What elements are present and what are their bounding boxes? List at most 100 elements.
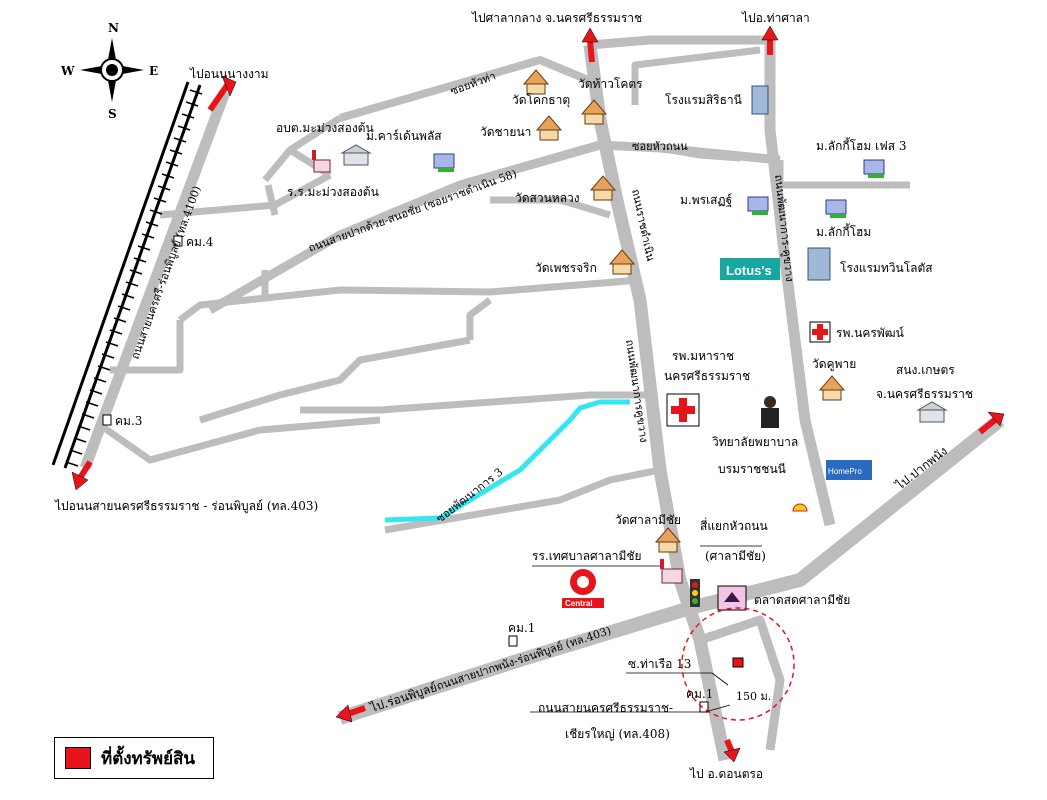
dest-bottom: ไป อ.ดอนตรอ xyxy=(689,767,763,781)
place-hotel-sitin: โรงแรมสิริธานี xyxy=(665,93,742,107)
road-label-pak-phun: ถนนสายปากด้วย-สนอชัย (ซอยราชดำเนิน 58) xyxy=(307,167,519,255)
compass-n: N xyxy=(108,21,119,35)
place-school2: รร.เทศบาลศาลามีชัย xyxy=(532,549,642,563)
building-icons xyxy=(312,85,948,584)
village-icon xyxy=(747,196,769,215)
place-bank1: สนง.เกษตร xyxy=(896,363,955,377)
place-college2: บรมราชชนนี xyxy=(718,462,786,476)
dest-top-left: ไปอนนนางงาม xyxy=(189,67,269,81)
hotel-icon xyxy=(807,247,831,281)
market-icon xyxy=(717,585,747,611)
place-km1a: คม.1 xyxy=(508,621,535,635)
place-km4: คม.4 xyxy=(186,235,214,249)
arrow-bottom-left xyxy=(335,704,366,723)
road-label-soi-hua-tanon: ซอยหัวถนน xyxy=(632,140,688,153)
place-moo-lucky: ม.ลักกี้โฮม xyxy=(816,223,871,239)
radius-label: 150 ม. xyxy=(736,690,771,703)
place-moo-pon: ม.พรเสฏฐ์ xyxy=(680,193,732,207)
hospital-icon xyxy=(809,321,831,343)
arrow-top-center xyxy=(581,27,599,63)
place-bank2: จ.นครศรีธรรมราช xyxy=(876,387,973,401)
temple-icon xyxy=(522,69,550,95)
place-junction1: สี่แยกหัวถนน xyxy=(700,517,768,533)
traffic-light-icon xyxy=(690,579,700,607)
place-school1: ร.ร.มะม่วงสองต้น xyxy=(287,185,379,199)
railway xyxy=(51,81,203,469)
lotus-logo: Lotus's xyxy=(720,258,780,280)
compass-s: S xyxy=(108,107,117,121)
temple-icons xyxy=(522,69,846,553)
place-wat-chai: วัดชายนา xyxy=(480,125,531,139)
dest-bottom-left: ไป.ร่อนพิบูลย์ xyxy=(368,680,439,716)
dest-top-center: ไปศาลากลาง จ.นครศรีธรรมราช xyxy=(471,11,642,25)
canal xyxy=(384,399,630,523)
temple-icon xyxy=(589,175,617,201)
place-road408a: ถนนสายนครศรีธรรมราช- xyxy=(538,701,673,715)
place-hosp-maharat2: นครศรีธรรมราช xyxy=(664,369,750,383)
government-icon xyxy=(916,401,948,423)
place-soi13: ซ.ท่าเรือ 13 xyxy=(628,657,691,671)
legend: ที่ตั้งทรัพย์สิน xyxy=(54,737,214,779)
central-logo: Central xyxy=(560,565,606,611)
arrow-top-right xyxy=(761,25,779,55)
place-wat-khok: วัดโคกธาตุ xyxy=(512,93,570,108)
place-hosp-nakhon: รพ.นครพัฒน์ xyxy=(836,326,904,340)
road-pak-phun xyxy=(207,140,781,314)
school-icon xyxy=(660,559,683,584)
temple-icon xyxy=(580,99,608,125)
road-label-soi-hua-tha: ซอยหัวท่า xyxy=(449,69,498,97)
place-obt: อบต.มะม่วงสองต้น xyxy=(276,121,374,135)
road-403 xyxy=(337,414,1005,725)
temple-icon xyxy=(654,527,682,553)
school-icon xyxy=(312,150,331,173)
compass-w: W xyxy=(60,64,75,78)
temple-icon xyxy=(818,375,846,401)
place-wat-phet: วัดเพชรจริก xyxy=(535,261,597,275)
village-icons xyxy=(433,153,885,218)
place-wat-sala: วัดศาลามีชัย xyxy=(615,513,681,527)
government-icon xyxy=(340,144,372,166)
place-km1b: คม.1 xyxy=(686,687,713,701)
legend-swatch xyxy=(65,747,91,769)
lotus-label: Lotus's xyxy=(726,263,772,278)
place-moo-lucky3: ม.ลักกี้โฮม เฟส 3 xyxy=(816,137,906,153)
village-icon xyxy=(433,153,455,172)
village-icon xyxy=(863,159,885,178)
place-road408b: เชียรใหญ่ (ทล.408) xyxy=(565,727,670,741)
road-4100 xyxy=(79,90,231,470)
hospital-icon xyxy=(666,393,700,427)
dest-left: ไปอนนสายนครศรีธรรมราช - ร่อนพิบูลย์ (ทล.… xyxy=(54,499,318,514)
place-market: ตลาดสดศาลามีชัย xyxy=(754,593,850,607)
temple-icon xyxy=(535,115,563,141)
place-moo-car: ม.คาร์เด้นพลัส xyxy=(366,129,442,143)
homepro-label: HomePro xyxy=(828,467,862,476)
hotel-icon xyxy=(751,85,769,115)
road-network xyxy=(79,35,1005,762)
college-icon xyxy=(761,396,779,428)
road-phatthanakan xyxy=(764,40,836,527)
legend-label: ที่ตั้งทรัพย์สิน xyxy=(101,748,196,769)
place-college1: วิทยาลัยพยาบาล xyxy=(712,435,798,449)
place-wat-khu: วัดคูพาย xyxy=(812,357,856,372)
place-junction2: (ศาลามีชัย) xyxy=(705,549,766,563)
place-hotel-twin: โรงแรมทวินโลตัส xyxy=(840,261,933,275)
place-wat-suan: วัดสวนหลวง xyxy=(515,191,580,205)
direction-arrows xyxy=(71,25,1005,763)
property-radius: 150 ม. xyxy=(681,607,795,721)
property-marker xyxy=(732,657,744,668)
compass-rose: N S E W xyxy=(60,21,158,121)
village-icon xyxy=(825,199,847,218)
arrow-right xyxy=(978,411,1005,435)
temple-icon xyxy=(608,249,636,275)
central-label: Central xyxy=(565,599,593,608)
place-wat-tha-pho: วัดท้าวโคตร xyxy=(578,77,643,91)
place-km3: คม.3 xyxy=(115,414,142,428)
km-marker-icons xyxy=(102,235,709,713)
dest-top-right: ไปอ.ท่าศาลา xyxy=(741,11,810,25)
place-hosp-maharat1: รพ.มหาราช xyxy=(672,349,734,363)
homepro-logo: HomePro xyxy=(826,460,872,480)
arrow-top-left xyxy=(207,75,237,112)
arrow-left xyxy=(71,460,93,491)
compass-e: E xyxy=(149,64,158,78)
